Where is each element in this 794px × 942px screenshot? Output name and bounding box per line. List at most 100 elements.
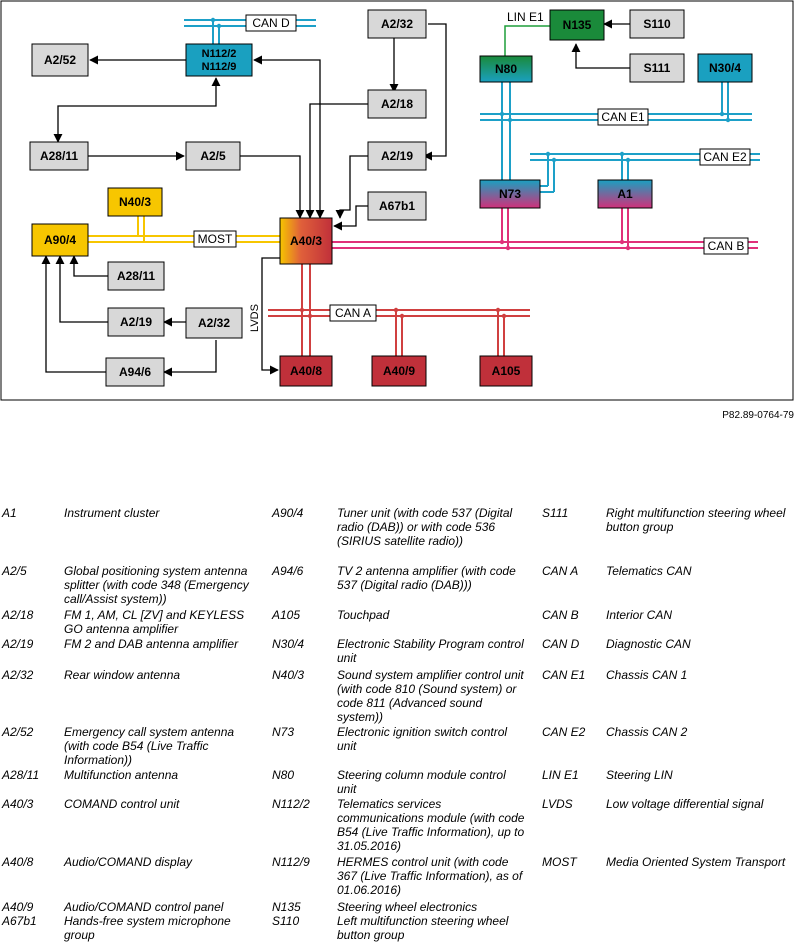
legend-desc: FM 1, AM, CL [ZV] and KEYLESS GO antenna…: [64, 608, 245, 636]
svg-text:A67b1: A67b1: [379, 199, 415, 213]
svg-text:A40/8: A40/8: [290, 364, 322, 378]
legend-code: LVDS: [542, 797, 573, 811]
svg-text:N135: N135: [563, 18, 592, 32]
box-a2-32-bottom: A2/32: [185, 307, 243, 339]
legend-code: A2/19: [2, 637, 34, 651]
legend-code: A1: [2, 506, 17, 520]
legend-desc: Right multifunction steering wheel butto…: [606, 506, 786, 534]
label-most: MOST: [193, 230, 237, 248]
legend-desc: HERMES control unit (with code 367 (Live…: [337, 855, 523, 897]
svg-text:CAN E1: CAN E1: [601, 110, 645, 124]
svg-text:A105: A105: [492, 364, 521, 378]
legend-desc: Sound system amplifier control unit (wit…: [337, 668, 524, 724]
legend-desc: Media Oriented System Transport: [606, 855, 786, 869]
box-a28-11-bottom: A28/11: [107, 261, 165, 291]
svg-text:N30/4: N30/4: [709, 61, 741, 75]
most-bus: [88, 216, 280, 243]
svg-text:CAN A: CAN A: [335, 306, 371, 320]
legend-code: N73: [272, 725, 295, 739]
legend-code: MOST: [542, 855, 577, 869]
box-a40-9: A40/9: [371, 355, 427, 387]
box-s110: S110: [629, 9, 685, 39]
legend-code: N80: [272, 768, 295, 782]
svg-text:A94/6: A94/6: [119, 365, 151, 379]
svg-text:A28/11: A28/11: [117, 269, 155, 283]
svg-text:S111: S111: [644, 61, 671, 75]
svg-text:CAN E2: CAN E2: [703, 150, 747, 164]
legend-desc: Steering column module control unit: [337, 768, 506, 796]
legend-desc: Tuner unit (with code 537 (Digital radio…: [337, 506, 513, 548]
label-lin-e1: LIN E1: [507, 10, 544, 24]
box-a40-8: A40/8: [279, 355, 333, 387]
svg-text:CAN D: CAN D: [252, 16, 290, 30]
figure-code: P82.89-0764-79: [722, 410, 794, 421]
svg-text:A40/3: A40/3: [290, 234, 322, 248]
legend-code: A40/3: [2, 797, 34, 811]
lvds-line: [261, 257, 280, 375]
svg-text:A2/32: A2/32: [198, 316, 230, 330]
legend-desc: Rear window antenna: [64, 668, 181, 682]
legend-desc: Multifunction antenna: [64, 768, 179, 782]
box-n135: N135: [549, 9, 605, 41]
box-a94-6: A94/6: [105, 357, 165, 387]
svg-text:A90/4: A90/4: [44, 233, 76, 247]
box-a105: A105: [479, 355, 533, 387]
legend-desc: Steering LIN: [606, 768, 673, 782]
label-can-e1: CAN E1: [597, 108, 649, 126]
svg-text:A2/18: A2/18: [381, 97, 413, 111]
svg-text:S110: S110: [643, 17, 671, 31]
label-lvds: LVDS: [249, 304, 261, 332]
box-a2-19-bottom: A2/19: [107, 307, 165, 337]
svg-text:MOST: MOST: [198, 232, 233, 246]
svg-text:A2/5: A2/5: [200, 149, 226, 163]
legend-desc: Touchpad: [337, 608, 390, 622]
legend-code: A2/52: [2, 725, 34, 739]
svg-text:A2/19: A2/19: [120, 315, 152, 329]
svg-text:N112/9: N112/9: [202, 61, 237, 73]
legend-code: A2/18: [2, 608, 34, 622]
svg-text:A28/11: A28/11: [40, 149, 78, 163]
legend-desc: Telematics CAN: [606, 564, 692, 578]
can-b-bus: [332, 208, 758, 249]
box-n73: N73: [479, 179, 541, 209]
box-a90-4: A90/4: [31, 223, 89, 257]
legend-code: S110: [272, 914, 300, 928]
legend-desc: Chassis CAN 1: [606, 668, 688, 682]
legend-code: A40/8: [2, 855, 34, 869]
legend-desc: COMAND control unit: [64, 797, 180, 811]
label-can-b: CAN B: [703, 237, 749, 255]
box-a2-52: A2/52: [31, 43, 89, 77]
legend-code: A2/32: [2, 668, 34, 682]
svg-text:A2/19: A2/19: [381, 149, 413, 163]
legend-desc: Chassis CAN 2: [606, 725, 688, 739]
svg-text:CAN B: CAN B: [708, 239, 745, 253]
legend-desc: Electronic ignition switch control unit: [337, 725, 508, 753]
legend-code: A90/4: [272, 506, 304, 520]
legend-code: CAN E2: [542, 725, 586, 739]
svg-text:N40/3: N40/3: [119, 195, 151, 209]
box-a2-19-top: A2/19: [367, 141, 427, 171]
legend-desc: Audio/COMAND display: [64, 855, 193, 869]
signal-arrows: [41, 19, 630, 377]
legend-desc: Instrument cluster: [64, 506, 160, 520]
legend-desc: FM 2 and DAB antenna amplifier: [64, 637, 239, 651]
legend-desc: Left multifunction steering wheel button…: [337, 914, 509, 942]
box-a2-32-top: A2/32: [367, 9, 427, 39]
svg-text:A2/52: A2/52: [44, 53, 76, 67]
legend-desc: Interior CAN: [606, 608, 673, 622]
legend-code: S111: [542, 506, 569, 520]
svg-text:A2/32: A2/32: [381, 17, 413, 31]
box-a1: A1: [597, 179, 653, 209]
legend-desc: Electronic Stability Program control uni…: [337, 637, 524, 665]
legend-desc: Steering wheel electronics: [337, 900, 478, 914]
legend-code: N135: [272, 900, 301, 914]
legend-code: A2/5: [2, 564, 27, 578]
box-n30-4: N30/4: [697, 53, 753, 83]
svg-text:N73: N73: [499, 187, 521, 201]
legend-code: CAN E1: [542, 668, 586, 682]
legend-code: CAN A: [542, 564, 579, 578]
box-n40-3: N40/3: [107, 187, 163, 217]
